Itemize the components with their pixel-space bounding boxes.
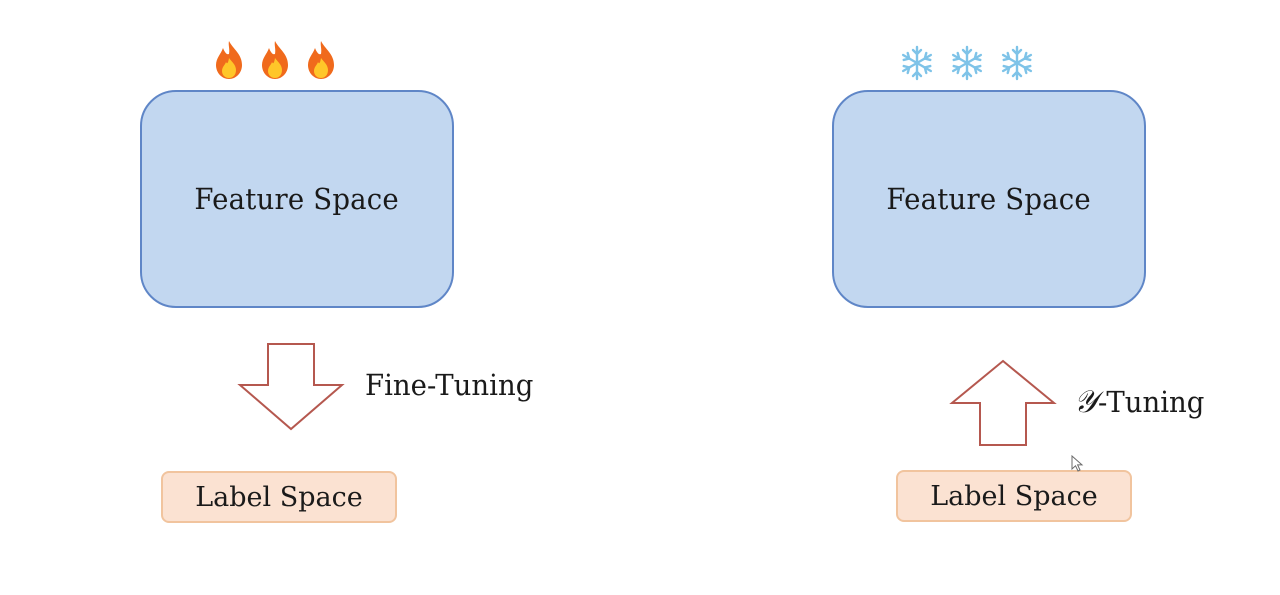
left-feature-space-label: Feature Space [194, 182, 400, 216]
snowflake-icons [898, 44, 1036, 82]
right-feature-space-box: Feature Space [832, 90, 1146, 308]
right-feature-space-label: Feature Space [886, 182, 1092, 216]
fine-tuning-label: Fine-Tuning [365, 368, 534, 402]
left-label-space-label: Label Space [195, 481, 363, 513]
snowflake-icon [951, 45, 983, 81]
y-tuning-text: -Tuning [1098, 385, 1205, 419]
flame-icons [212, 40, 338, 80]
right-label-space-label: Label Space [930, 480, 1098, 512]
down-arrow-icon [237, 343, 345, 431]
flame-icon [262, 41, 288, 79]
left-feature-space-box: Feature Space [140, 90, 454, 308]
y-tuning-label: 𝒴-Tuning [1074, 384, 1204, 421]
y-tuning-symbol: 𝒴 [1074, 384, 1098, 420]
snowflake-icon [901, 45, 933, 81]
flame-icon [308, 41, 334, 79]
up-arrow-icon [949, 359, 1057, 446]
left-label-space-box: Label Space [161, 471, 397, 523]
flame-icon [216, 41, 242, 79]
right-label-space-box: Label Space [896, 470, 1132, 522]
mouse-cursor-icon [1071, 455, 1084, 472]
snowflake-icon [1001, 45, 1033, 81]
